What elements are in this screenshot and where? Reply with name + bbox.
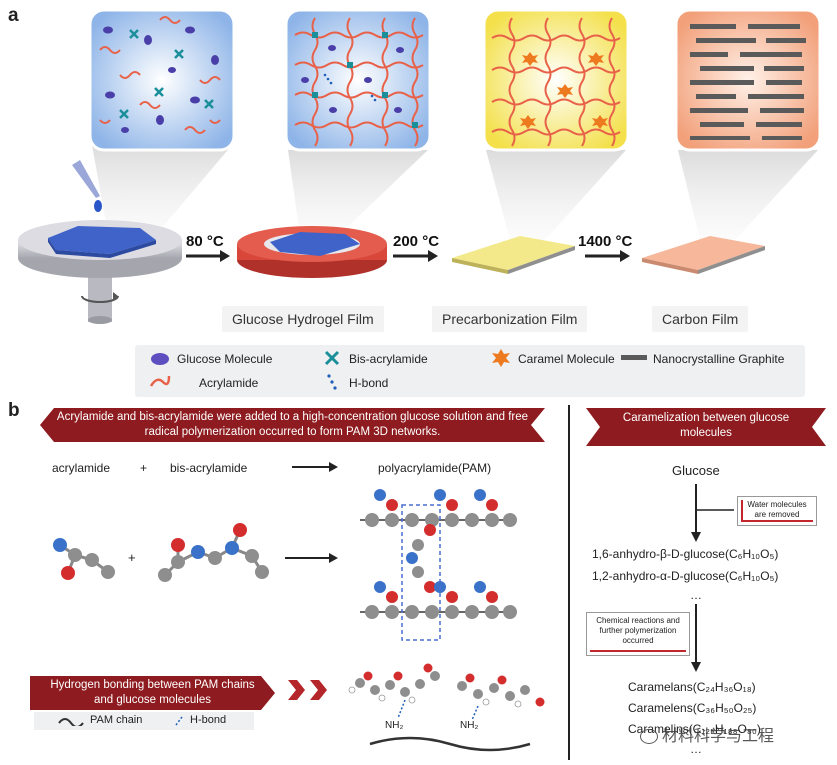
zoom-square-solution: [88, 8, 236, 152]
graphite-icon: [621, 355, 647, 360]
nh2-label: NH₂: [460, 720, 479, 731]
glucose-pam-hbond: [348, 663, 545, 752]
panel-divider: [568, 405, 570, 760]
carbon-film-sheet: [642, 236, 765, 274]
banner-caramelization: Caramelization between glucose molecules: [586, 408, 826, 446]
stage-label-precarbonization: Precarbonization Film: [432, 306, 588, 332]
zoom-beam: [486, 150, 626, 240]
pam-chain-icon: [58, 718, 84, 726]
water-removed-box: Water molecules are removed: [737, 496, 817, 526]
water-removed-text: Water molecules are removed: [747, 500, 807, 519]
stage-label-hydrogel: Glucose Hydrogel Film: [222, 306, 384, 332]
glucose-label: Glucose: [672, 463, 720, 478]
caramel-molecule-icon: [492, 349, 510, 367]
pam-network: [360, 489, 517, 641]
banner-polymerization: Acrylamide and bis-acrylamide were added…: [40, 408, 545, 442]
stage-label-carbon: Carbon Film: [652, 306, 749, 332]
ellipsis: …: [690, 588, 702, 602]
panel-a-illustration: [18, 8, 822, 324]
legend-label: H-bond: [349, 376, 389, 390]
spin-coater: [18, 160, 182, 324]
zoom-beam: [678, 150, 818, 240]
panel-letter-a: a: [8, 5, 19, 26]
hbond-legend-box: PAM chain H-bond: [34, 712, 254, 730]
reactant-bis-acrylamide: bis-acrylamide: [170, 461, 248, 475]
banner-hydrogen-bonding: Hydrogen bonding between PAM chains and …: [30, 676, 275, 710]
wechat-icon: [640, 729, 658, 745]
product-anhydro-2: 1,2-anhydro-α-D-glucose(C₆H₁₀O₅): [592, 569, 779, 583]
temperature-label: 200 °C: [393, 233, 440, 250]
hydrogel-film-disc: [237, 226, 387, 278]
temperature-label: 1400 °C: [578, 233, 633, 250]
panel-letter-b: b: [8, 400, 20, 421]
acrylamide-icon: [149, 375, 171, 387]
chemical-reactions-text: Chemical reactions and further polymeriz…: [596, 616, 680, 645]
chevron-arrows: [288, 680, 327, 700]
hbond-legend-label: H-bond: [190, 714, 227, 726]
glucose-molecule-icon: [151, 353, 169, 365]
watermark-text: 材料科学与工程: [662, 728, 775, 745]
zoom-beam: [92, 145, 232, 236]
legend-label: Acrylamide: [199, 376, 259, 390]
ellipsis: …: [690, 742, 702, 756]
bis-acrylamide-icon: [324, 350, 340, 366]
process-arrows: [186, 250, 630, 262]
nh2-label: NH₂: [385, 720, 404, 731]
legend-label: Caramel Molecule: [518, 352, 615, 366]
hbond-legend-label: PAM chain: [90, 714, 143, 726]
h-bond-icon: [175, 716, 183, 726]
product-pam: polyacrylamide(PAM): [378, 461, 492, 475]
chemical-reactions-box: Chemical reactions and further polymeriz…: [586, 612, 690, 656]
product-caramelins: Caramelins(C₁₂₅H₁₈₈O₈₀): [628, 722, 761, 736]
temperature-label: 80 °C: [186, 233, 224, 250]
product-anhydro-1: 1,6-anhydro-β-D-glucose(C₆H₁₀O₅): [592, 547, 779, 561]
svg-text:+: +: [128, 550, 136, 565]
zoom-square-precarbonization: [482, 8, 630, 152]
panel-b-molecules: +: [53, 462, 545, 752]
plus-sign: +: [140, 461, 148, 475]
zoom-square-hydrogel: [284, 8, 432, 152]
legend-label: Nanocrystalline Graphite: [653, 352, 785, 366]
caramelization-arrows: [691, 484, 734, 672]
product-caramelans: Caramelans(C₂₄H₃₆O₁₈): [628, 680, 756, 694]
legend-box: Glucose Molecule Bis-acrylamide Caramel …: [135, 345, 805, 397]
precarbonization-film-sheet: [452, 236, 575, 274]
h-bond-icon: [327, 374, 337, 390]
product-caramelens: Caramelens(C₃₆H₅₀O₂₅): [628, 701, 757, 715]
watermark: 材料科学与工程: [640, 722, 774, 746]
zoom-square-carbon: [674, 8, 822, 152]
reactant-acrylamide: acrylamide: [52, 461, 111, 475]
zoom-beam: [288, 150, 428, 236]
legend-label: Bis-acrylamide: [349, 352, 428, 366]
legend-label: Glucose Molecule: [177, 352, 273, 366]
